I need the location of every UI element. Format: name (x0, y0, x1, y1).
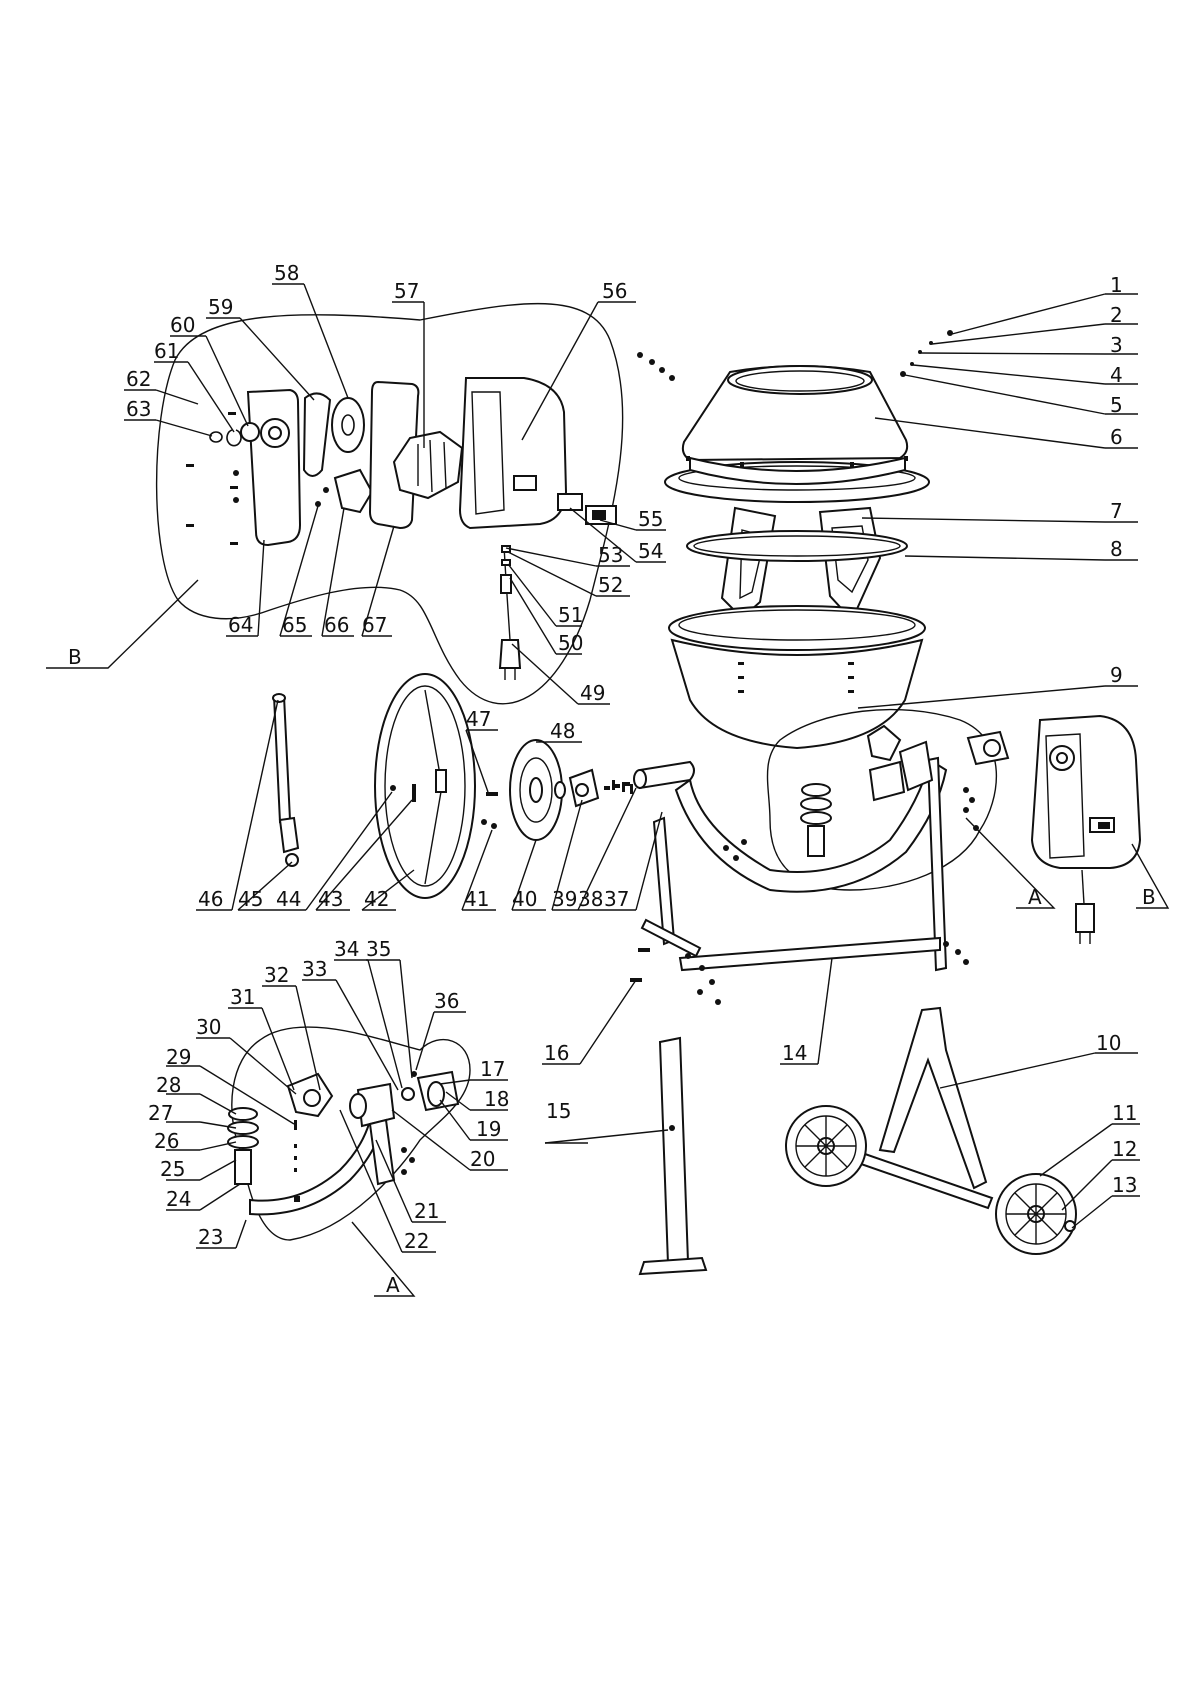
part-washer-63 (210, 432, 222, 442)
callout-38: 38 (578, 887, 603, 911)
part-handwheel (375, 674, 475, 898)
callout-58: 58 (274, 261, 299, 285)
callout-56: 56 (602, 279, 627, 303)
callout-59: 59 (208, 295, 233, 319)
callout-35: 35 (366, 937, 391, 961)
part-plug (500, 640, 520, 668)
callout-1: 1 (1110, 273, 1123, 297)
callout-4: 4 (1110, 363, 1123, 387)
callout-11: 11 (1112, 1101, 1137, 1125)
callout-40: 40 (512, 887, 537, 911)
part-mixing-blade-left (722, 508, 775, 618)
callout-67: 67 (362, 613, 387, 637)
callout-12: 12 (1112, 1137, 1137, 1161)
callout-57: 57 (394, 279, 419, 303)
drum-group (637, 330, 953, 748)
callout-32: 32 (264, 963, 289, 987)
detail-ref-b-main: B (1142, 885, 1156, 909)
callout-63: 63 (126, 397, 151, 421)
callout-65: 65 (282, 613, 307, 637)
part-circlip-61 (227, 430, 241, 446)
callout-13: 13 (1112, 1173, 1137, 1197)
callout-66: 66 (324, 613, 349, 637)
part-handle (274, 696, 290, 822)
callout-10: 10 (1096, 1031, 1121, 1055)
detail-ref-a-main: A (1028, 885, 1042, 909)
callout-24: 24 (166, 1187, 191, 1211)
part-drum-bottom-rim (669, 606, 925, 650)
callout-37: 37 (604, 887, 629, 911)
callout-29: 29 (166, 1045, 191, 1069)
part-motor-bracket (335, 470, 372, 512)
callout-48: 48 (550, 719, 575, 743)
callout-33: 33 (302, 957, 327, 981)
callout-8: 8 (1110, 537, 1123, 561)
handwheel-group (273, 674, 630, 898)
callout-19: 19 (476, 1117, 501, 1141)
callout-41: 41 (464, 887, 489, 911)
callout-50: 50 (558, 631, 583, 655)
part-switch-plate-54 (558, 494, 582, 510)
callout-55: 55 (638, 507, 663, 531)
callout-14: 14 (782, 1041, 807, 1065)
callout-2: 2 (1110, 303, 1123, 327)
callout-6: 6 (1110, 425, 1123, 449)
callout-42: 42 (364, 887, 389, 911)
part-plug-assembled (1076, 904, 1094, 932)
callout-22: 22 (404, 1229, 429, 1253)
callout-3: 3 (1110, 333, 1123, 357)
callout-44: 44 (276, 887, 301, 911)
callout-25: 25 (160, 1157, 185, 1181)
callout-45: 45 (238, 887, 263, 911)
stand-group (612, 726, 1008, 1005)
part-back-cover (248, 390, 300, 545)
part-wheel-stand (880, 1008, 986, 1188)
detail-a-parts (228, 1071, 458, 1214)
callout-5: 5 (1110, 393, 1123, 417)
callout-9: 9 (1110, 663, 1123, 687)
callout-39: 39 (552, 887, 577, 911)
callout-23: 23 (198, 1225, 223, 1249)
callout-54: 54 (638, 539, 663, 563)
callout-21: 21 (414, 1199, 439, 1223)
callout-34: 34 (334, 937, 359, 961)
callout-46: 46 (198, 887, 223, 911)
callout-49: 49 (580, 681, 605, 705)
callout-43: 43 (318, 887, 343, 911)
part-wheel-left (786, 1106, 866, 1186)
part-wheel-right (996, 1174, 1076, 1254)
callout-7: 7 (1110, 499, 1123, 523)
callout-18: 18 (484, 1087, 509, 1111)
callout-52: 52 (598, 573, 623, 597)
callout-28: 28 (156, 1073, 181, 1097)
callout-16: 16 (544, 1041, 569, 1065)
callout-30: 30 (196, 1015, 221, 1039)
callout-15: 15 (546, 1099, 571, 1123)
part-belt (304, 393, 330, 476)
callout-31: 31 (230, 985, 255, 1009)
part-crossbar (680, 938, 940, 970)
part-leg-15 (660, 1038, 688, 1264)
callout-51: 51 (558, 603, 583, 627)
callout-20: 20 (470, 1147, 495, 1171)
part-mixing-blade-right (820, 508, 880, 620)
callout-62: 62 (126, 367, 151, 391)
motor-assembled (1032, 716, 1140, 944)
part-bearing-60 (241, 423, 259, 441)
callout-53: 53 (598, 543, 623, 567)
callout-60: 60 (170, 313, 195, 337)
callout-17: 17 (480, 1057, 505, 1081)
callout-47: 47 (466, 707, 491, 731)
detail-ref-b-left: B (68, 645, 82, 669)
callout-64: 64 (228, 613, 253, 637)
callout-36: 36 (434, 989, 459, 1013)
wheel-stand-group (786, 1008, 1076, 1254)
callout-26: 26 (154, 1129, 179, 1153)
callout-61: 61 (154, 339, 179, 363)
callout-27: 27 (148, 1101, 173, 1125)
detail-ref-a-detail: A (386, 1273, 400, 1297)
